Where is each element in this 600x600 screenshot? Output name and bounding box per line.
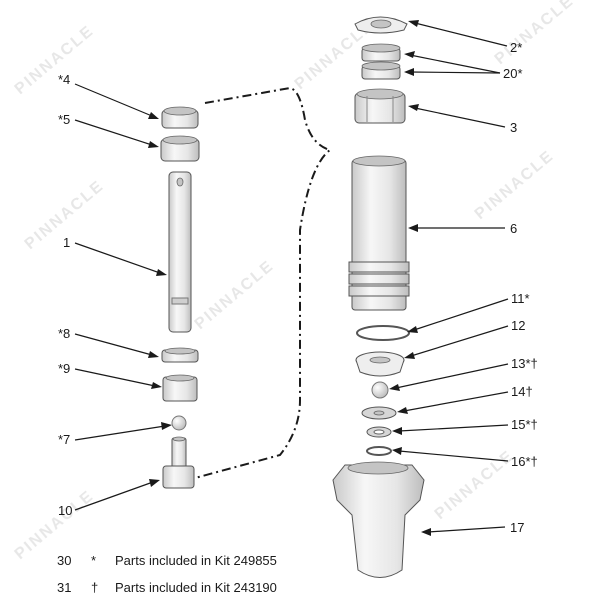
part-3-nut [354, 88, 406, 124]
callout-labels: 2* 20* 3 6 11* 12 13*† 14† 15*† 16*† 17 … [58, 40, 538, 535]
part-2-cap [354, 16, 408, 34]
callout-14: 14† [511, 384, 533, 399]
legend-row-1-text: Parts included in Kit 249855 [115, 553, 277, 568]
legend-row-2-number: 31 [57, 580, 71, 595]
legend-row-1-symbol: * [91, 553, 96, 568]
part-16-oring [366, 446, 392, 456]
watermark-layer: PINNACLE PINNACLE PINNACLE PINNACLE PINN… [12, 0, 578, 563]
part-11-oring [356, 325, 410, 341]
part-1-rod [168, 171, 192, 333]
callout-13: 13*† [511, 356, 538, 371]
callout-16: 16*† [511, 454, 538, 469]
callout-6: 6 [510, 221, 517, 236]
callout-10: 10 [58, 503, 72, 518]
part-12-seat [355, 351, 405, 377]
part-17-housing [332, 461, 425, 578]
part-15-ring [366, 426, 392, 438]
callout-15: 15*† [511, 417, 538, 432]
part-4-ring [161, 106, 199, 129]
legend-row-1-number: 30 [57, 553, 71, 568]
part-20-rings [361, 43, 401, 80]
callout-5: *5 [58, 112, 70, 127]
legend-row-2-symbol: † [91, 580, 98, 595]
callout-8: *8 [58, 326, 70, 341]
watermark-text: PINNACLE [12, 487, 98, 563]
part-6-cylinder [348, 155, 410, 311]
callout-11: 11* [511, 291, 530, 306]
callout-3: 3 [510, 120, 517, 135]
assembly-path-line [194, 86, 333, 479]
watermark-text: PINNACLE [492, 0, 578, 68]
watermark-text: PINNACLE [12, 22, 98, 98]
part-7-ball [171, 415, 187, 431]
callout-12: 12 [511, 318, 525, 333]
callout-17: 17 [510, 520, 524, 535]
part-9-bushing [162, 374, 198, 402]
part-14-washer [361, 406, 397, 420]
watermark-text: PINNACLE [472, 147, 558, 223]
callout-1: 1 [63, 235, 70, 250]
watermark-text: PINNACLE [192, 257, 278, 333]
legend-row-2-text: Parts included in Kit 243190 [115, 580, 277, 595]
watermark-text: PINNACLE [432, 447, 518, 523]
kit-legend: 30 * Parts included in Kit 249855 31 † P… [57, 553, 277, 595]
part-13-ball [371, 381, 389, 399]
callout-7: *7 [58, 432, 70, 447]
callout-4: *4 [58, 72, 70, 87]
part-8-ring [161, 347, 199, 363]
callout-2: 2* [510, 40, 522, 55]
part-10-stem [162, 436, 195, 489]
callout-20: 20* [503, 66, 523, 81]
callout-9: *9 [58, 361, 70, 376]
part-5-ring [160, 135, 200, 162]
leader-lines [74, 20, 509, 536]
